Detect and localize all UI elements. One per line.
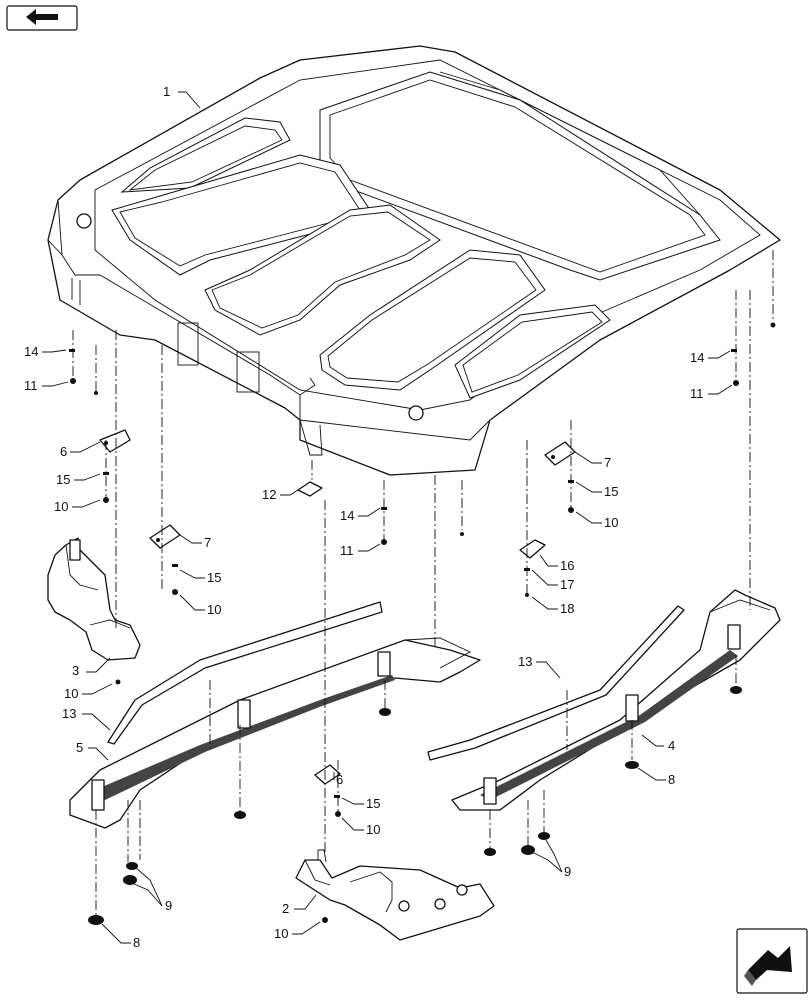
- callout-6a: 6: [60, 444, 67, 459]
- callout-15b: 15: [207, 570, 221, 585]
- callout-10b: 10: [207, 602, 221, 617]
- right-seal: [427, 605, 685, 761]
- left-bracket: [47, 537, 141, 661]
- callout-10e: 10: [366, 822, 380, 837]
- alignment-lines: [72, 250, 774, 915]
- callout-15c: 15: [604, 484, 618, 499]
- bracket-16: [519, 539, 546, 559]
- rear-bracket: [295, 849, 495, 941]
- bracket-6-lower: [314, 764, 341, 785]
- callout-7a: 7: [204, 535, 211, 550]
- nut-group-9-left: [123, 862, 138, 885]
- callout-10a: 10: [54, 499, 68, 514]
- callout-8b: 8: [668, 772, 675, 787]
- callout-5: 5: [76, 740, 83, 755]
- nut-group-9-right: [521, 832, 550, 855]
- bracket-7-left: [149, 524, 181, 549]
- back-arrow-icon: [26, 9, 58, 25]
- callout-15d: 15: [366, 796, 380, 811]
- callout-9b: 9: [564, 864, 571, 879]
- callout-11b: 11: [340, 543, 354, 558]
- callout-4: 4: [668, 738, 675, 753]
- prev-page-button[interactable]: [6, 5, 78, 31]
- clip-12: [297, 481, 323, 497]
- callout-10d: 10: [604, 515, 618, 530]
- callout-14c: 14: [690, 350, 704, 365]
- left-roof-rail: [69, 637, 481, 829]
- callout-10f: 10: [274, 926, 288, 941]
- callout-17: 17: [560, 577, 574, 592]
- callout-16: 16: [560, 558, 574, 573]
- callout-10c: 10: [64, 686, 78, 701]
- nut-8-right: [625, 761, 639, 769]
- bracket-7-right: [544, 441, 576, 466]
- callout-9a: 9: [165, 898, 172, 913]
- callout-15a: 15: [56, 472, 70, 487]
- callout-7b: 7: [604, 455, 611, 470]
- left-seal: [107, 601, 383, 745]
- nut-8-left: [88, 915, 104, 925]
- callout-11a: 11: [24, 378, 38, 393]
- callout-8a: 8: [133, 935, 140, 950]
- callout-13a: 13: [62, 706, 76, 721]
- callout-2: 2: [282, 901, 289, 916]
- right-roof-rail: [451, 589, 781, 811]
- callout-13b: 13: [518, 654, 532, 669]
- callout-14a: 14: [24, 344, 38, 359]
- bracket-6-upper: [99, 429, 131, 453]
- callout-14b: 14: [340, 508, 354, 523]
- callout-1: 1: [163, 84, 170, 99]
- callout-11c: 11: [690, 386, 704, 401]
- forward-arrow-icon: [748, 946, 792, 980]
- cab-roof: [47, 45, 781, 476]
- callout-18: 18: [560, 601, 574, 616]
- next-page-button[interactable]: [736, 928, 808, 994]
- callout-6b: 6: [336, 772, 343, 787]
- callout-12: 12: [262, 487, 276, 502]
- callout-3: 3: [72, 663, 79, 678]
